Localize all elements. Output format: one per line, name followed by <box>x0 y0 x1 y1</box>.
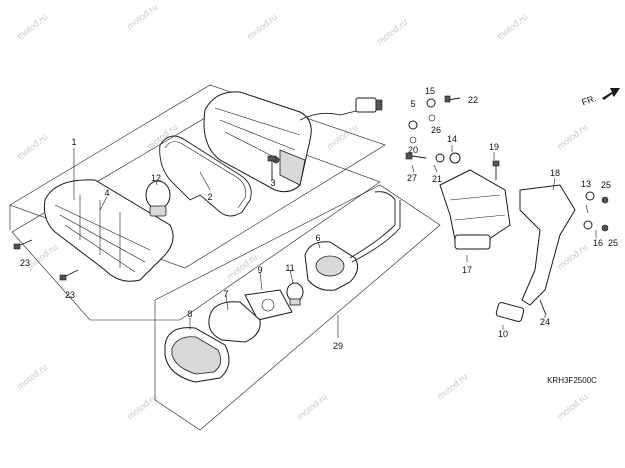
assembly-1-lower-frame <box>11 117 381 321</box>
part-8-lens-inner <box>171 336 222 375</box>
part-19-bolt <box>492 160 500 180</box>
part-4-tail-lens <box>44 179 174 282</box>
watermark-text: motod.ru <box>295 392 329 422</box>
assembly-29-frame <box>154 184 441 431</box>
watermark-text: motod.ru <box>555 392 589 422</box>
watermark-text: motod.ru <box>15 132 49 162</box>
part-9-hole <box>261 298 275 312</box>
watermark-text: motod.ru <box>125 2 159 32</box>
watermark-text: motod.ru <box>375 17 409 47</box>
part-21-nut <box>435 153 445 163</box>
callout-27: 27 <box>407 173 417 183</box>
callout-3: 3 <box>270 178 275 188</box>
front-arrow-icon <box>602 88 620 100</box>
watermark-text: motod.ru <box>555 122 589 152</box>
callout-labels: 1 2 3 4 5 6 7 8 9 10 11 12 13 14 15 15 1… <box>20 86 618 351</box>
callout-5: 5 <box>410 99 415 109</box>
part-15-collar-b <box>426 98 436 108</box>
callout-25b: 25 <box>608 238 618 248</box>
callout-22: 22 <box>468 95 478 105</box>
part-17-bracket <box>439 169 511 250</box>
callout-17: 17 <box>462 265 472 275</box>
callout-23a: 23 <box>20 258 30 268</box>
part-25-nut-b <box>601 224 609 232</box>
part-20-washer <box>409 136 417 144</box>
part-11-bulb <box>286 282 304 306</box>
watermark-text: motod.ru <box>15 12 49 42</box>
callout-7: 7 <box>223 289 228 299</box>
watermark-text: motod.ru <box>245 12 279 42</box>
callout-6: 6 <box>315 233 320 243</box>
watermark-text: motod.ru <box>495 12 529 42</box>
callout-25a: 25 <box>601 180 611 190</box>
callout-10: 10 <box>498 329 508 339</box>
watermark-text: motod.ru <box>145 122 179 152</box>
callout-8: 8 <box>187 309 192 319</box>
part-13-nut <box>585 191 595 201</box>
callout-9: 9 <box>257 265 262 275</box>
callout-2: 2 <box>207 192 212 202</box>
part-10-reflector <box>495 302 525 322</box>
part-22-bolt <box>444 95 461 103</box>
part-6-socket-base <box>304 191 401 291</box>
part-12-bulb <box>145 180 171 217</box>
part-16-collar <box>583 220 593 230</box>
part-25-nut-a <box>601 196 609 204</box>
callout-23b: 23 <box>65 290 75 300</box>
watermark-text: motod.ru <box>125 392 159 422</box>
callout-24: 24 <box>540 317 550 327</box>
callout-13: 13 <box>581 179 591 189</box>
callout-14: 14 <box>447 134 457 144</box>
watermark-text: motod.ru <box>555 242 589 272</box>
callout-26: 26 <box>431 125 441 135</box>
leader-lines <box>73 145 597 338</box>
drawing-code: KRH3F2500C <box>547 376 597 385</box>
callout-16: 16 <box>593 238 603 248</box>
callout-15b: 15 <box>425 86 435 96</box>
callout-18: 18 <box>550 168 560 178</box>
callout-19: 19 <box>489 142 499 152</box>
part-7-reflector <box>208 301 261 343</box>
part-1-housing <box>203 91 383 193</box>
part-23-screw-b <box>59 269 79 281</box>
watermark-text: motod.ru <box>25 242 59 272</box>
part-27-bolt <box>405 152 427 160</box>
part-9-gasket-plate <box>244 289 293 321</box>
callout-1: 1 <box>71 137 76 147</box>
watermark-text: motod.ru <box>435 372 469 402</box>
part-24-bolt <box>539 299 547 316</box>
part-2-gasket-inner <box>164 141 246 209</box>
direction-indicator: FR. <box>580 88 620 107</box>
part-15-collar-a <box>408 120 418 130</box>
part-23-screw-a <box>13 239 33 250</box>
part-26-washer <box>428 114 436 122</box>
direction-label: FR. <box>580 93 597 107</box>
part-14-collar <box>449 152 461 164</box>
part-18-stay <box>519 184 576 306</box>
callout-21: 21 <box>432 174 442 184</box>
callout-11: 11 <box>285 263 294 273</box>
part-2-gasket <box>159 135 252 217</box>
callout-20: 20 <box>408 145 418 155</box>
callout-12: 12 <box>151 173 161 183</box>
callout-29: 29 <box>333 341 343 351</box>
callout-4: 4 <box>104 188 109 198</box>
watermark-text: motod.ru <box>15 362 49 392</box>
